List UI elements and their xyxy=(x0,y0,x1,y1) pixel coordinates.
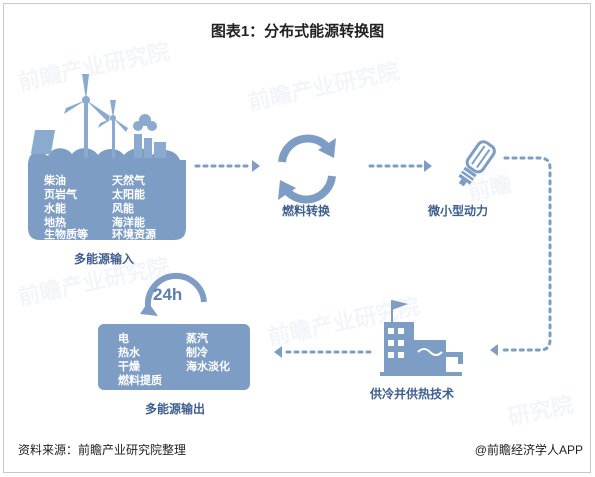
supply-caption: 供冷并供热技术 xyxy=(370,387,455,401)
bulb-icon xyxy=(458,140,496,187)
input-caption: 多能源输入 xyxy=(74,252,135,266)
clock-24h-icon xyxy=(140,273,207,316)
output-caption: 多能源输出 xyxy=(145,402,206,416)
flow-arrow-1 xyxy=(194,160,260,172)
input-item: 生物质等 xyxy=(44,229,88,241)
clock-24h-label: 24h xyxy=(153,285,183,304)
cycle-arrows-icon xyxy=(278,134,336,204)
output-item: 制冷 xyxy=(186,347,208,359)
input-item: 海洋能 xyxy=(112,217,145,229)
flow-arrow-3 xyxy=(490,156,552,356)
output-item: 蒸汽 xyxy=(186,333,208,345)
factory-water-icon xyxy=(380,300,463,376)
watermark-text: 研究院 xyxy=(506,392,576,430)
wind-turbine-factory-icon xyxy=(30,74,166,158)
output-box xyxy=(98,324,250,390)
flow-arrow-2 xyxy=(368,160,432,172)
input-item: 天然气 xyxy=(112,175,145,187)
input-item: 环境资源 xyxy=(112,229,156,241)
input-box xyxy=(28,148,186,240)
flow-arrow-4 xyxy=(274,346,372,358)
figure-title: 图表1：分布式能源转换图 xyxy=(210,23,385,40)
watermark-text: 前瞻产业研究院 xyxy=(16,38,172,94)
watermark-text: 前瞻产业研究院 xyxy=(246,58,402,114)
output-item: 干燥 xyxy=(118,361,140,373)
brand-credit: @前瞻经济学人APP xyxy=(474,443,583,457)
source-note: 资料来源：前瞻产业研究院整理 xyxy=(18,443,187,457)
input-item: 风能 xyxy=(112,203,134,215)
input-item: 地热 xyxy=(44,217,66,229)
output-item: 热水 xyxy=(118,347,140,359)
conversion-caption: 燃料转换 xyxy=(282,204,331,218)
output-item: 燃料提质 xyxy=(118,375,162,387)
power-caption: 微小型动力 xyxy=(428,204,489,218)
output-item: 电 xyxy=(118,333,129,345)
input-item: 页岩气 xyxy=(44,189,77,201)
output-item: 海水淡化 xyxy=(186,361,230,373)
input-item: 水能 xyxy=(44,203,66,215)
input-item: 太阳能 xyxy=(112,189,145,201)
input-item: 柴油 xyxy=(44,175,66,187)
